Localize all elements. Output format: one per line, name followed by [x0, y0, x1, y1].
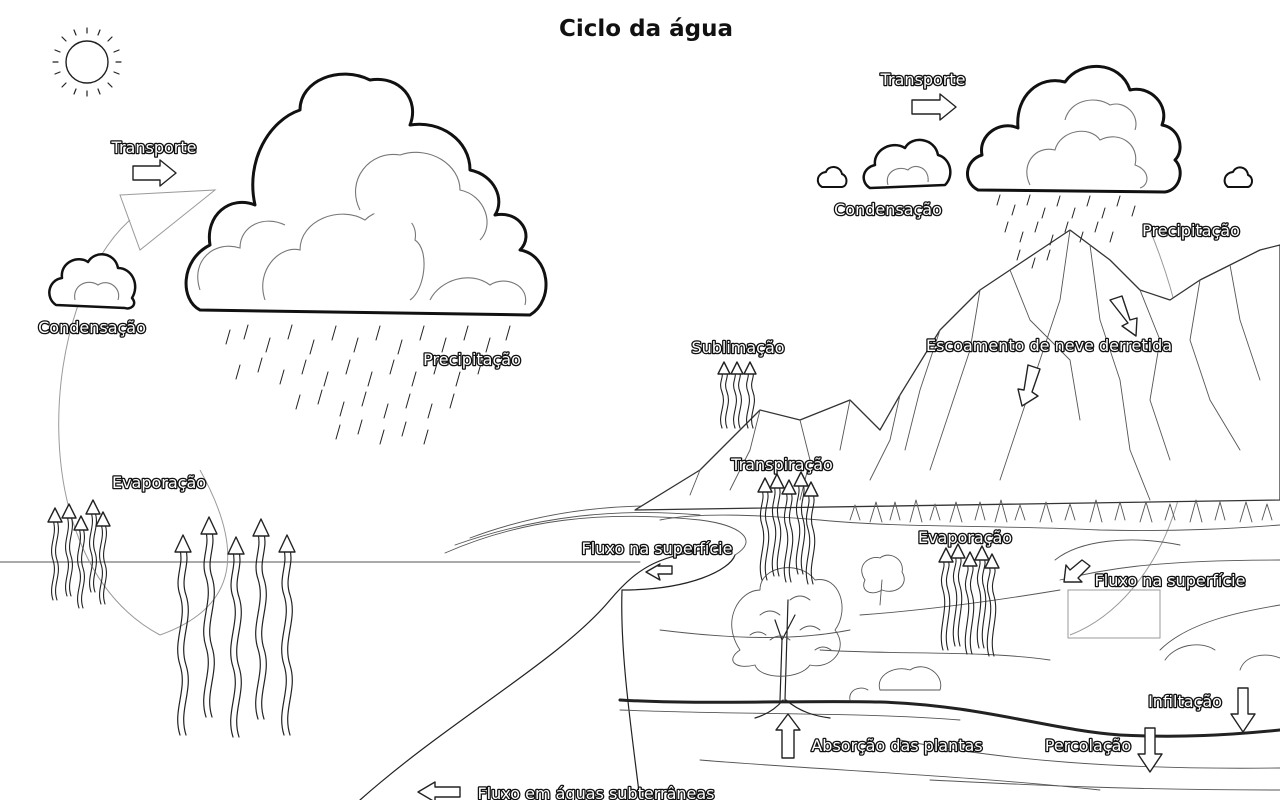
infiltration-arrow-icon — [1231, 688, 1255, 732]
label-transport-left: Transporte — [111, 138, 197, 157]
cloud-icon — [49, 254, 135, 308]
diagram-title: Ciclo da água — [559, 16, 733, 42]
label-transpiration: Transpiração — [730, 455, 833, 474]
sun-icon — [53, 28, 121, 96]
cloud-icon — [186, 74, 546, 315]
label-surface-flow-right: Fluxo na superfície — [1095, 571, 1246, 590]
label-condensation-left: Condensação — [38, 318, 146, 337]
label-sublimation: Sublimação — [691, 338, 784, 357]
label-precipitation-right: Precipitação — [1142, 221, 1240, 240]
label-groundwater-flow: Fluxo em águas subterrâneas — [477, 784, 714, 800]
evaporation-arrow-icon — [175, 517, 295, 737]
surface-flow-arrow-icon — [646, 560, 1090, 582]
label-evaporation-right: Evaporação — [918, 528, 1012, 547]
evaporation-arrow-icon — [939, 544, 999, 656]
transpiration-arrow-icon — [758, 472, 818, 584]
label-snowmelt-runoff: Escoamento de neve derretida — [926, 336, 1172, 355]
transport-arrow-icon — [133, 160, 176, 186]
evaporation-arrow-icon — [48, 500, 110, 608]
label-surface-flow-left: Fluxo na superfície — [582, 539, 733, 558]
label-evaporation-left: Evaporação — [112, 473, 206, 492]
label-plant-uptake: Absorção das plantas — [811, 736, 982, 755]
label-percolation: Percolação — [1045, 736, 1131, 755]
label-precipitation-left: Precipitação — [423, 350, 521, 369]
uptake-arrow-icon — [776, 714, 800, 758]
label-transport-right: Transporte — [880, 70, 966, 89]
transport-arrow-icon — [912, 94, 956, 120]
label-infiltration: Infiltação — [1148, 692, 1222, 711]
label-condensation-right: Condensação — [834, 200, 942, 219]
sublimation-arrow-icon — [718, 362, 756, 428]
groundwater-arrow-icon — [418, 782, 460, 800]
cloud-icon — [967, 66, 1180, 192]
